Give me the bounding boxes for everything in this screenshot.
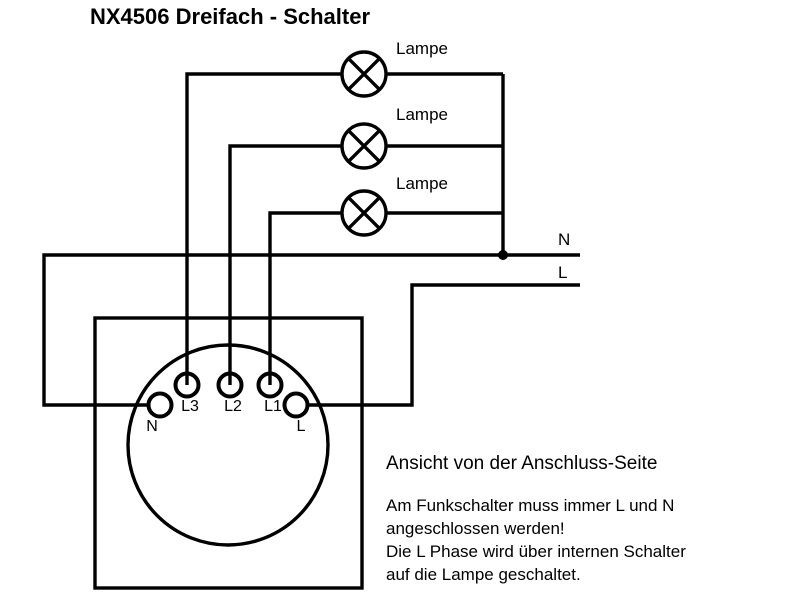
terminal-l1 — [256, 371, 284, 399]
lamp-label-1: Lampe — [396, 39, 448, 58]
note-line-1: Am Funkschalter muss immer L und N — [386, 496, 674, 515]
switch-round-body — [126, 343, 330, 547]
terminal-l — [282, 391, 310, 419]
terminal-label-l2: L2 — [224, 398, 242, 415]
diagram-title: NX4506 Dreifach - Schalter — [90, 4, 370, 29]
lamp-label-3: Lampe — [396, 174, 448, 193]
wire-live-supply — [296, 283, 580, 407]
wire-neutral-supply — [42, 253, 580, 407]
supply-label-l: L — [558, 263, 567, 282]
lamp-label-2: Lampe — [396, 105, 448, 124]
switch-faceplate-outline — [93, 316, 364, 590]
note-heading: Ansicht von der Anschluss-Seite — [386, 453, 657, 474]
terminal-l3 — [173, 371, 201, 399]
supply-label-n: N — [558, 230, 570, 249]
wire-l1-to-lamp3 — [268, 211, 342, 385]
wire-l2-to-lamp2 — [228, 144, 342, 385]
note-line-2: angeschlossen werden! — [386, 519, 565, 538]
junction-dot-neutral — [498, 250, 508, 260]
lamp-symbol-3 — [340, 189, 388, 237]
lamp-symbol-1 — [340, 50, 388, 98]
terminal-label-l1: L1 — [264, 398, 282, 415]
lamp-symbol-2 — [340, 122, 388, 170]
note-line-4: auf die Lampe geschaltet. — [386, 565, 581, 584]
note-line-3: Die L Phase wird über internen Schalter — [386, 542, 686, 561]
terminal-label-n: N — [146, 418, 158, 435]
terminal-label-l3: L3 — [181, 398, 199, 415]
terminal-l2 — [216, 371, 244, 399]
wire-group — [42, 72, 580, 407]
wire-l3-to-lamp1 — [185, 72, 342, 385]
terminal-n — [146, 391, 174, 419]
terminal-label-l: L — [297, 418, 306, 435]
